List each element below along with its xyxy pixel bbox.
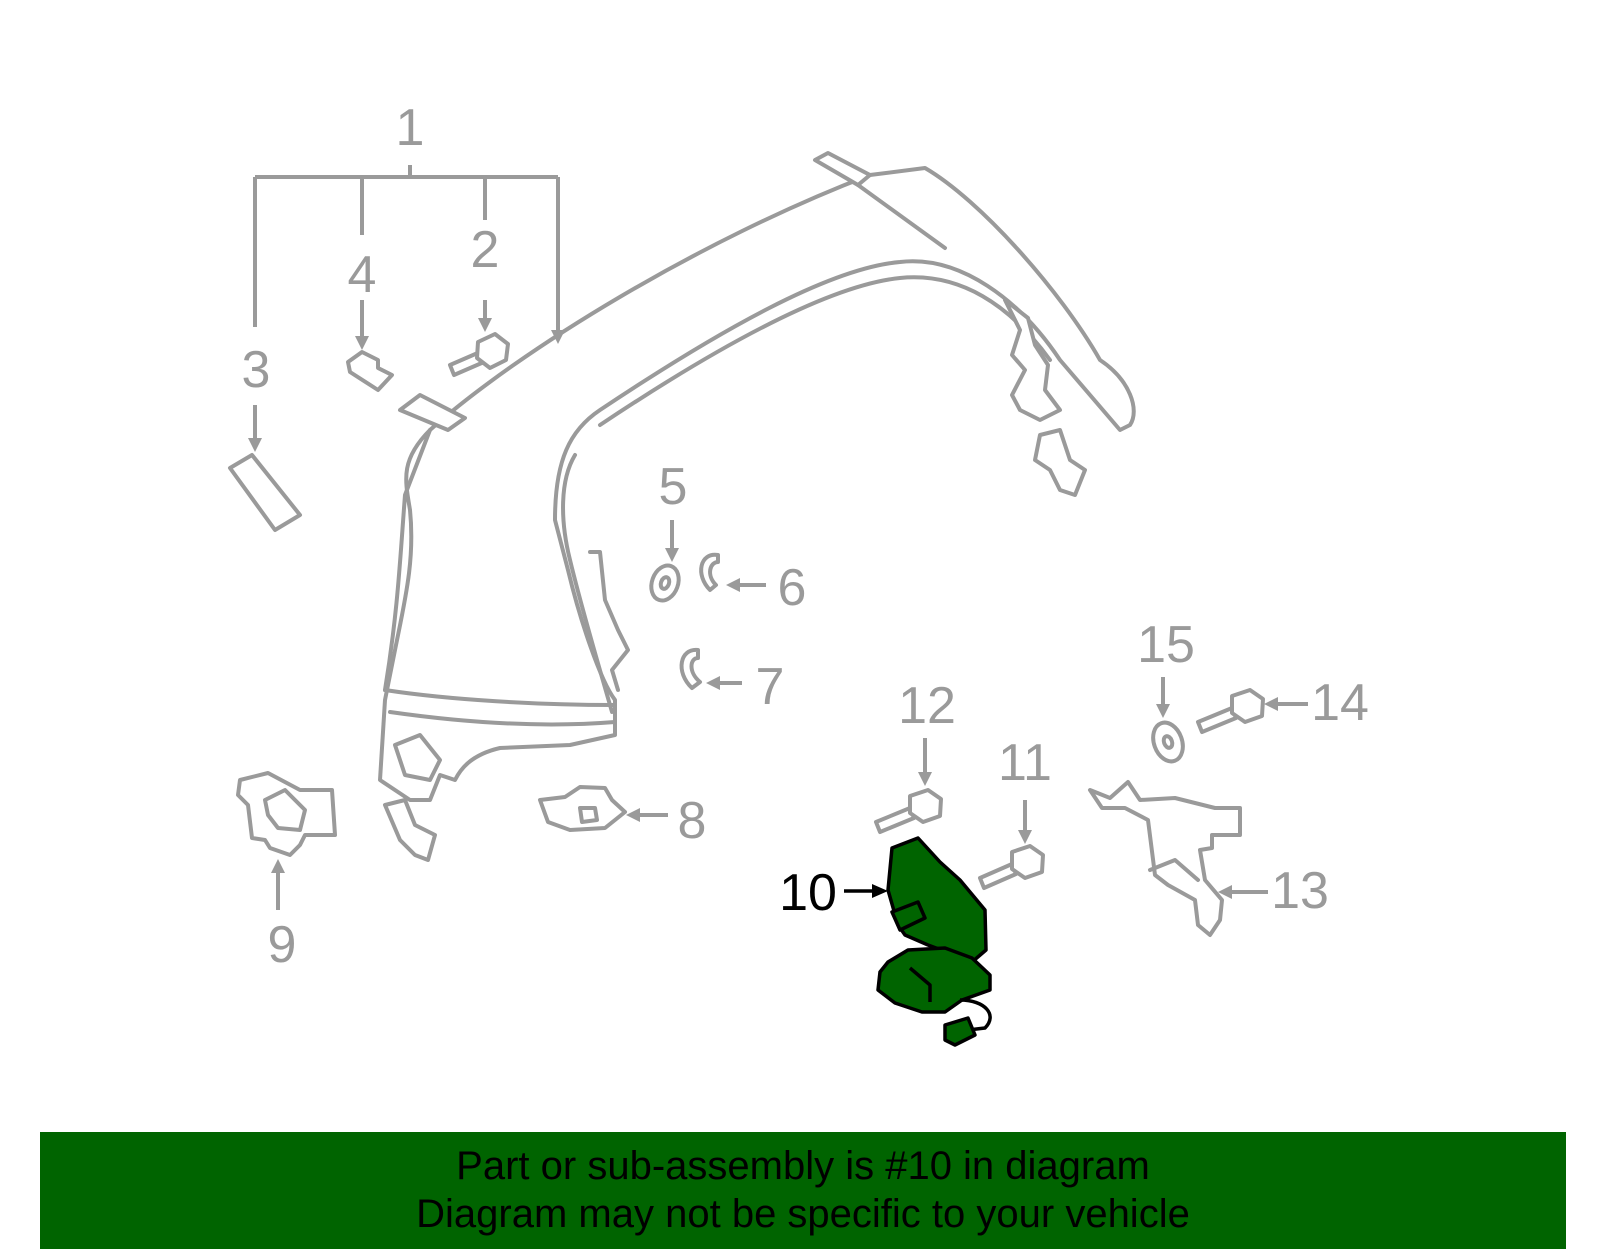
callout-1: 1	[396, 99, 425, 157]
callout-1-leaders	[253, 165, 565, 344]
bolt-12	[874, 738, 943, 834]
callout-11: 11	[998, 734, 1052, 792]
part-10-highlighted	[844, 836, 992, 1047]
callout-8: 8	[678, 792, 707, 850]
callout-12: 12	[898, 677, 956, 735]
bracket-9	[236, 771, 337, 910]
banner-line-1: Part or sub-assembly is #10 in diagram	[456, 1144, 1150, 1188]
callout-labels: 1 2 3 4 5 6 7 8 9 10 11 12 13 14 15	[242, 99, 1369, 974]
callout-13: 13	[1271, 862, 1329, 920]
callout-3: 3	[242, 341, 271, 399]
callout-4: 4	[348, 246, 377, 304]
quarter-panel	[378, 151, 1136, 862]
bolt-2	[448, 300, 510, 377]
washer-15	[1151, 677, 1185, 764]
callout-10: 10	[779, 864, 837, 922]
callout-14: 14	[1311, 674, 1369, 732]
bolt-11	[978, 800, 1045, 890]
callout-15: 15	[1137, 616, 1195, 674]
bolt-14	[1196, 688, 1308, 734]
bracket-13	[1088, 780, 1268, 937]
callout-9: 9	[268, 916, 297, 974]
callout-5: 5	[659, 458, 688, 516]
clip-6	[699, 552, 766, 592]
banner-line-2: Diagram may not be specific to your vehi…	[416, 1192, 1190, 1236]
callout-6: 6	[778, 559, 807, 617]
clip-7	[679, 647, 742, 690]
part-10-upper	[886, 836, 988, 964]
part-10-connector	[943, 1016, 977, 1047]
clip-4	[346, 300, 394, 392]
washer-5	[649, 520, 681, 603]
bracket-8	[538, 785, 668, 832]
callout-7: 7	[756, 658, 785, 716]
info-banner: Part or sub-assembly is #10 in diagram D…	[40, 1132, 1566, 1249]
part-10-tab	[890, 900, 927, 932]
callout-2: 2	[471, 221, 500, 279]
plate-3	[228, 405, 302, 532]
